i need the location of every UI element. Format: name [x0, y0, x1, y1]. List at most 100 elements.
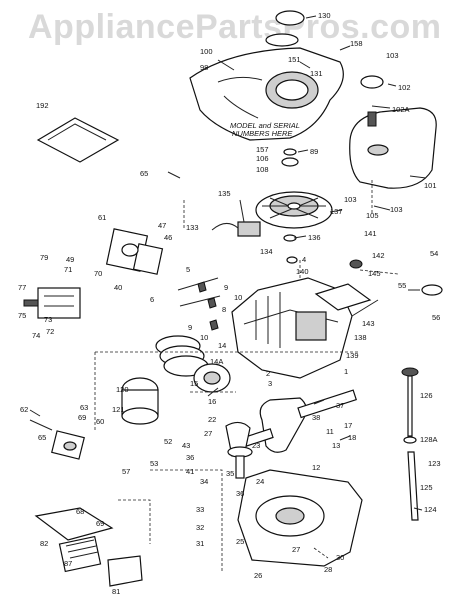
part-label: 10 — [200, 333, 208, 342]
part-label: 68 — [76, 507, 84, 516]
part-label: 16 — [208, 397, 216, 406]
part-label: 25 — [236, 537, 244, 546]
model-note-line-2: NUMBERS HERE — [232, 129, 293, 138]
part-label: 131 — [310, 69, 323, 78]
part-label: 41 — [186, 467, 194, 476]
part-label: 53 — [150, 459, 158, 468]
piston — [121, 363, 231, 425]
part-label: 103 — [344, 195, 357, 204]
governor-parts — [314, 259, 443, 311]
part-label: 13 — [332, 441, 340, 450]
part-label: 28 — [324, 565, 332, 574]
part-label: 105 — [366, 211, 379, 220]
part-label: 47 — [158, 221, 166, 230]
part-label: 158 — [350, 39, 363, 48]
part-label: 24 — [256, 477, 264, 486]
air-cleaner — [34, 507, 143, 587]
part-label: 75 — [18, 311, 26, 320]
part-label: 98 — [200, 63, 208, 72]
part-label: 52 — [164, 437, 172, 446]
part-label: 26 — [254, 571, 262, 580]
part-label: 102A — [392, 105, 410, 114]
part-label: 82 — [40, 539, 48, 548]
part-label: 79 — [40, 253, 48, 262]
model-note-line-1: MODEL and SERIAL — [230, 121, 300, 130]
part-label: 38 — [312, 413, 320, 422]
part-label: 9 — [224, 283, 228, 292]
ignition-coil — [211, 199, 261, 237]
part-label: 54 — [430, 249, 438, 258]
part-label: 49 — [66, 255, 74, 264]
part-label: 12 — [312, 463, 320, 472]
air-filter-pad — [36, 117, 120, 163]
part-label: 3 — [268, 379, 272, 388]
part-label: 61 — [98, 213, 106, 222]
part-label: 17 — [344, 421, 352, 430]
part-label: 73 — [44, 315, 52, 324]
part-label: 124 — [424, 505, 437, 514]
part-label: 36 — [236, 489, 244, 498]
part-label: 142 — [372, 251, 385, 260]
part-label: 81 — [112, 587, 120, 596]
part-label: 33 — [196, 505, 204, 514]
model-note-arrow — [223, 95, 259, 119]
part-label: 69 — [96, 519, 104, 528]
part-label: 31 — [196, 539, 204, 548]
part-label: 34 — [200, 477, 208, 486]
part-label: 141 — [364, 229, 377, 238]
part-label: 103 — [386, 51, 399, 60]
part-label: 56 — [432, 313, 440, 322]
part-label: 71 — [64, 265, 72, 274]
part-label: 65 — [38, 433, 46, 442]
part-label: 62 — [20, 405, 28, 414]
part-label: 121 — [112, 405, 125, 414]
dipstick — [401, 367, 419, 521]
part-labels: 130 100 151 98 131 158 103 102 192 102A … — [18, 11, 441, 596]
part-label: 10 — [234, 293, 242, 302]
fuel-tank — [349, 75, 437, 189]
engine-base — [237, 469, 363, 567]
part-label: 23 — [252, 441, 260, 450]
part-label: 108 — [256, 165, 269, 174]
part-label: 22 — [208, 415, 216, 424]
part-label: 70 — [94, 269, 102, 278]
part-label: 145 — [368, 269, 381, 278]
part-label: 9 — [188, 323, 192, 332]
part-label: 69 — [78, 413, 86, 422]
part-label: 32 — [196, 523, 204, 532]
part-label: 40 — [114, 283, 122, 292]
carb-gasket — [105, 228, 164, 275]
part-label: 106 — [256, 154, 269, 163]
part-label: 89 — [310, 147, 318, 156]
part-label: 130 — [318, 11, 331, 20]
part-label: 128A — [420, 435, 438, 444]
part-label: 143 — [362, 319, 375, 328]
part-label: 18 — [348, 433, 356, 442]
fuel-fittings — [29, 419, 85, 460]
part-label: 77 — [18, 283, 26, 292]
part-label: 126 — [420, 391, 433, 400]
part-label: 60 — [96, 417, 104, 426]
part-label: 102 — [398, 83, 411, 92]
part-label: 37 — [336, 401, 344, 410]
part-label: 151 — [288, 55, 301, 64]
part-label: 139 — [346, 351, 359, 360]
part-label: 101 — [424, 181, 437, 190]
blower-housing — [189, 47, 344, 141]
carburetor — [23, 287, 81, 319]
blower-cap — [265, 10, 305, 47]
part-label: 192 — [36, 101, 49, 110]
part-label: 65 — [140, 169, 148, 178]
part-label: 43 — [182, 441, 190, 450]
part-label: 14 — [218, 341, 226, 350]
part-label: 63 — [80, 403, 88, 412]
part-label: 100 — [200, 47, 213, 56]
part-label: 136 — [308, 233, 321, 242]
part-label: 30 — [336, 553, 344, 562]
part-label: 125 — [420, 483, 433, 492]
part-label: 14A — [210, 357, 223, 366]
part-label: 157 — [256, 145, 269, 154]
part-label: 133 — [186, 223, 199, 232]
